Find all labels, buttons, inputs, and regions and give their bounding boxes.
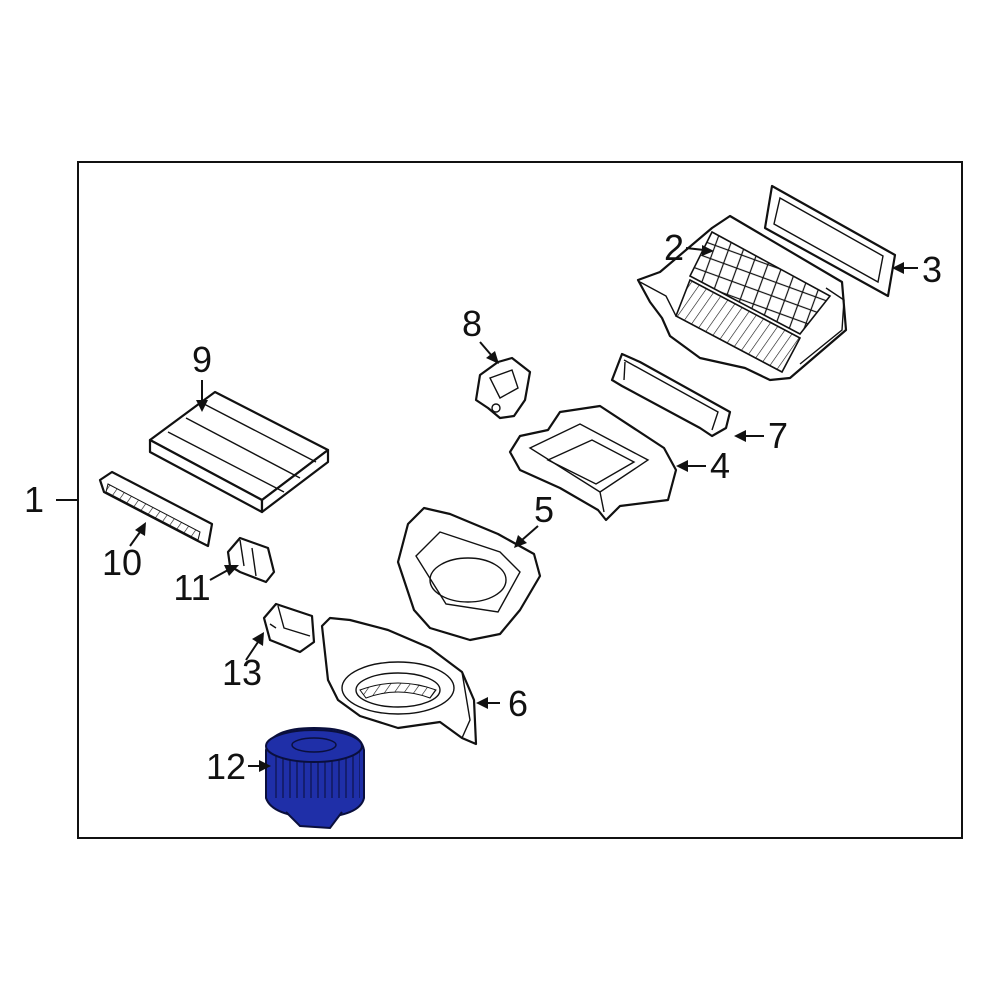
callout-8: 8 <box>462 303 482 344</box>
leader-lines <box>56 245 918 772</box>
callout-13: 13 <box>222 652 262 693</box>
callout-10: 10 <box>102 542 142 583</box>
callout-3: 3 <box>922 249 942 290</box>
callout-7: 7 <box>768 415 788 456</box>
callout-11: 11 <box>173 567 210 608</box>
part-5-blower-upper-case <box>396 506 542 642</box>
part-2-evaporator-case <box>636 214 848 382</box>
part-11-resistor <box>226 536 276 584</box>
callout-5: 5 <box>534 489 554 530</box>
callout-4: 4 <box>710 445 730 486</box>
callout-9: 9 <box>192 339 212 380</box>
part-10-filter-frame <box>98 470 214 548</box>
callout-2: 2 <box>664 227 684 268</box>
part-7-bracket <box>610 352 732 438</box>
part-9-cabin-filter <box>148 390 330 514</box>
callout-12: 12 <box>206 746 246 787</box>
part-13-module <box>262 602 316 654</box>
part-6-blower-housing <box>320 616 478 746</box>
part-12-blower-motor <box>265 726 365 830</box>
part-3-gasket <box>763 184 897 298</box>
callout-labels: 1 2 3 4 5 6 7 8 9 10 11 12 13 <box>24 227 942 787</box>
part-4-case-section <box>508 404 678 522</box>
callout-6: 6 <box>508 683 528 724</box>
part-8-actuator <box>474 356 532 420</box>
callout-1: 1 <box>24 479 44 520</box>
